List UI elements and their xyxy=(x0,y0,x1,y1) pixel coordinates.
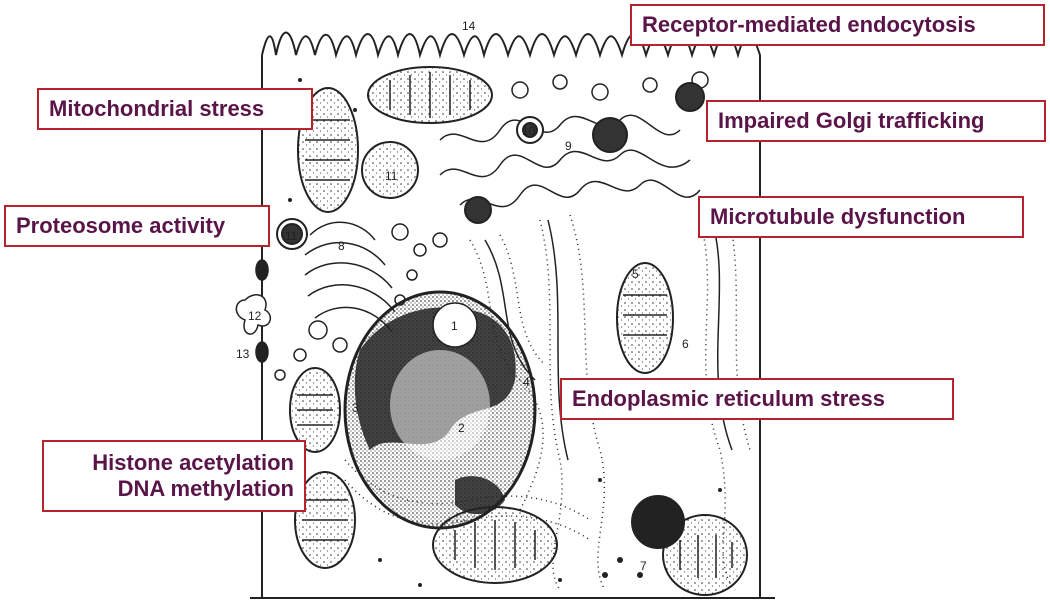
label-proteosome-activity: Proteosome activity xyxy=(4,205,270,247)
cell-junction xyxy=(235,259,272,363)
label-text: Receptor-mediated endocytosis xyxy=(642,12,976,37)
label-text: Endoplasmic reticulum stress xyxy=(572,386,885,411)
label-endoplasmic-reticulum-stress: Endoplasmic reticulum stress xyxy=(560,378,954,420)
structure-number-10: 10 xyxy=(522,124,536,138)
structure-number-11b: 11 xyxy=(285,229,298,243)
mitochondria xyxy=(289,66,748,596)
structure-number-9: 9 xyxy=(565,139,572,153)
label-histone-dna: Histone acetylation DNA methylation xyxy=(42,440,306,512)
label-text: Proteosome activity xyxy=(16,213,226,238)
label-receptor-mediated-endocytosis: Receptor-mediated endocytosis xyxy=(630,4,1045,46)
structure-number-5: 5 xyxy=(632,267,639,281)
label-histone-acetylation: Histone acetylation xyxy=(92,450,294,475)
label-text: Mitochondrial stress xyxy=(49,96,265,121)
structure-number-2: 2 xyxy=(458,421,465,435)
lysosomes xyxy=(276,82,705,549)
label-text: Microtubule dysfunction xyxy=(710,204,966,229)
nucleus xyxy=(343,290,537,530)
label-mitochondrial-stress: Mitochondrial stress xyxy=(37,88,313,130)
structure-number-14: 14 xyxy=(462,19,476,33)
golgi-region xyxy=(439,71,738,208)
free-ribosomes xyxy=(278,78,722,587)
structure-number-6: 6 xyxy=(682,337,689,351)
label-impaired-golgi-trafficking: Impaired Golgi trafficking xyxy=(706,100,1046,142)
structure-number-11a: 11 xyxy=(385,169,398,183)
label-microtubule-dysfunction: Microtubule dysfunction xyxy=(698,196,1024,238)
structure-number-7: 7 xyxy=(640,559,647,573)
structure-number-8: 8 xyxy=(338,239,345,253)
label-text: Impaired Golgi trafficking xyxy=(718,108,985,133)
structure-numbers: 1 2 3 4 5 6 7 8 9 10 11 11 12 13 14 xyxy=(236,19,689,573)
structure-number-12: 12 xyxy=(248,309,262,323)
structure-number-4: 4 xyxy=(523,375,530,389)
structure-number-13: 13 xyxy=(236,347,250,361)
structure-number-1: 1 xyxy=(451,319,458,333)
structure-number-3: 3 xyxy=(352,401,359,415)
vesicles xyxy=(274,223,448,381)
label-dna-methylation: DNA methylation xyxy=(117,476,294,501)
